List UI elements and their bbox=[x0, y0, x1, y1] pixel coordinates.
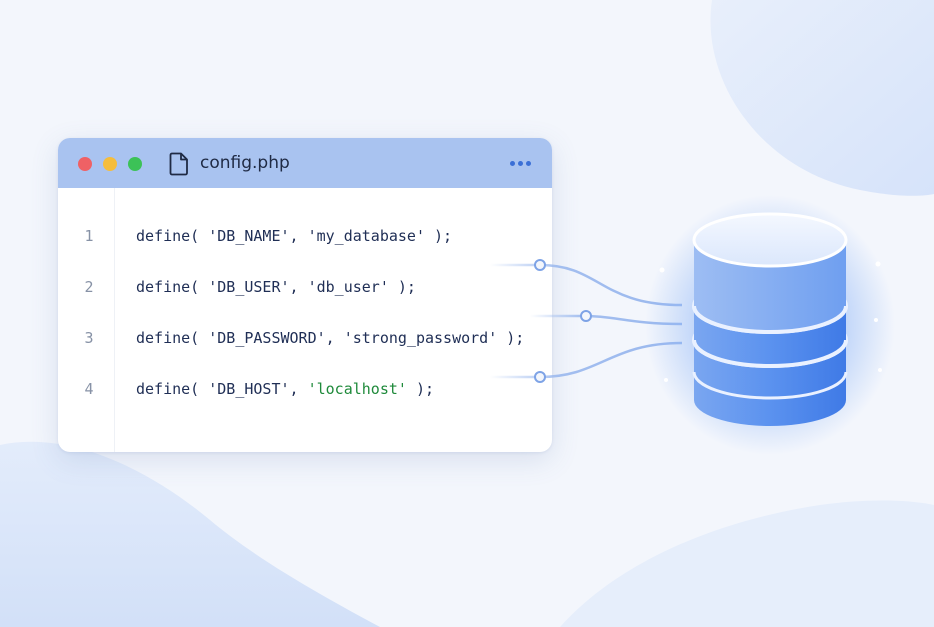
code-function: define( bbox=[136, 227, 200, 245]
gutter-divider bbox=[114, 188, 115, 452]
code-string: 'DB_USER', bbox=[199, 278, 299, 296]
code-string: 'my_database' bbox=[298, 227, 425, 245]
minimize-window-button[interactable] bbox=[103, 157, 117, 171]
line-number: 3 bbox=[84, 329, 94, 347]
line-number: 2 bbox=[84, 278, 94, 296]
editor-titlebar: config.php bbox=[58, 138, 552, 188]
code-string: 'db_user' bbox=[298, 278, 389, 296]
code-function: define( bbox=[136, 278, 200, 296]
code-string: 'DB_NAME', bbox=[199, 227, 299, 245]
code-string: 'DB_PASSWORD', bbox=[199, 329, 335, 347]
code-text: define( 'DB_PASSWORD', 'strong_password'… bbox=[136, 329, 524, 347]
code-punctuation: ); bbox=[497, 329, 525, 347]
code-string: 'localhost' bbox=[298, 380, 407, 398]
database-icon bbox=[645, 195, 895, 455]
code-text: define( 'DB_NAME', 'my_database' ); bbox=[136, 227, 452, 245]
code-string: 'DB_HOST', bbox=[199, 380, 299, 398]
code-punctuation: ); bbox=[388, 278, 416, 296]
code-function: define( bbox=[136, 329, 200, 347]
line-number: 1 bbox=[84, 227, 94, 245]
file-icon bbox=[169, 152, 189, 181]
code-text: define( 'DB_USER', 'db_user' ); bbox=[136, 278, 416, 296]
code-function: define( bbox=[136, 380, 200, 398]
code-string: 'strong_password' bbox=[334, 329, 498, 347]
file-name-tab[interactable]: config.php bbox=[200, 153, 290, 173]
code-punctuation: ); bbox=[406, 380, 435, 398]
code-editor-window: config.php 1 define( 'DB_NAME', 'my_data… bbox=[58, 138, 552, 452]
close-window-button[interactable] bbox=[78, 157, 92, 171]
code-text: define( 'DB_HOST', 'localhost' ); bbox=[136, 380, 434, 398]
code-punctuation: ); bbox=[425, 227, 453, 245]
maximize-window-button[interactable] bbox=[128, 157, 142, 171]
line-number: 4 bbox=[84, 380, 94, 398]
